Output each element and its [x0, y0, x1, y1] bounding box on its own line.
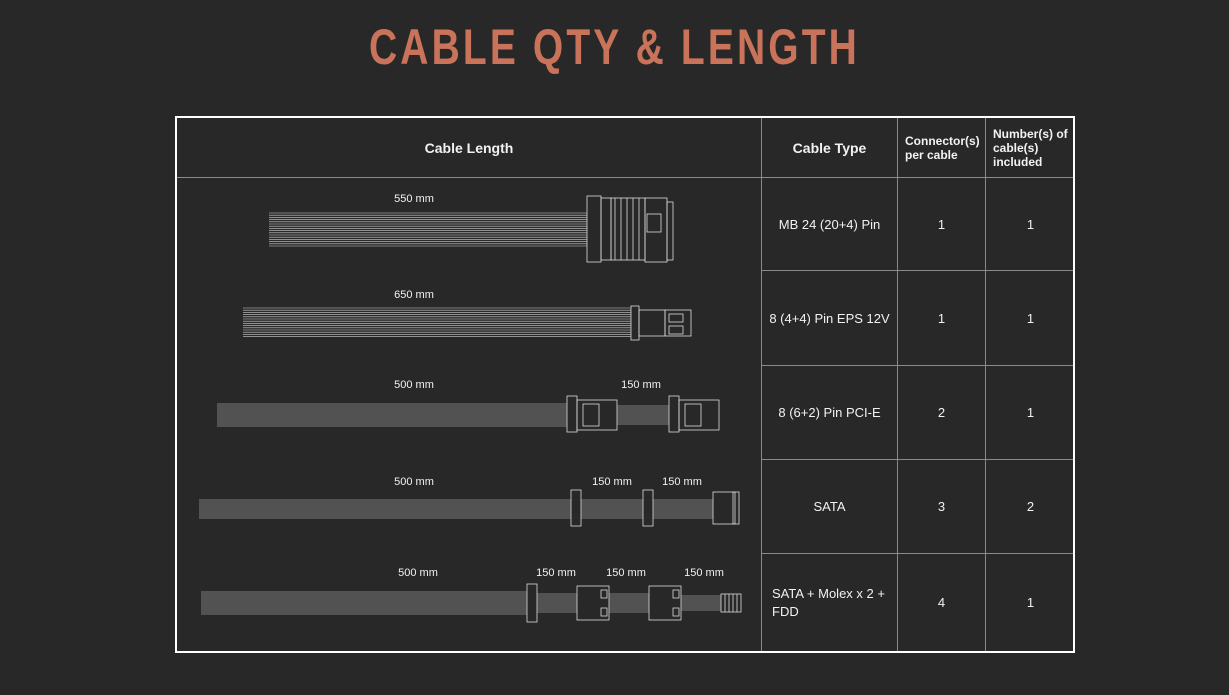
header-cable-type: Cable Type [792, 139, 867, 156]
row-3-cables: 1 [1026, 405, 1035, 420]
pcie-8pin-cable-icon [566, 395, 720, 433]
row-divider [761, 459, 1073, 460]
column-divider [985, 118, 986, 651]
row-5-length-label-2: 150 mm [536, 567, 576, 579]
row-1-length-label: 550 mm [394, 193, 434, 205]
row-4-cable-type: SATA [813, 499, 846, 514]
row-5-cable-type: SATA + Molex x 2 + FDD [772, 585, 885, 619]
row-2-cable-type: 8 (4+4) Pin EPS 12V [769, 310, 890, 326]
row-5-cables: 1 [1026, 595, 1035, 610]
row-1-cables: 1 [1026, 216, 1035, 232]
row-3-cable-type: 8 (6+2) Pin PCI-E [778, 405, 881, 420]
page-title: CABLE QTY & LENGTH [369, 19, 860, 75]
eps-8pin-cable-icon [630, 305, 692, 341]
row-5-length-label-3: 150 mm [606, 567, 646, 579]
row-5-length-label-1: 500 mm [398, 567, 438, 579]
sata-molex-fdd-cable-icon [526, 583, 742, 623]
header-divider [177, 177, 1073, 178]
row-5-length-label-4: 150 mm [684, 567, 724, 579]
row-4-length-label-3: 150 mm [662, 476, 702, 488]
row-2-connectors: 1 [937, 310, 946, 326]
row-3-connectors: 2 [937, 405, 946, 420]
header-cable-length: Cable Length [424, 139, 514, 156]
row-divider [761, 365, 1073, 366]
row-3-length-label-2: 150 mm [621, 379, 661, 391]
row-1-cable-type: MB 24 (20+4) Pin [778, 216, 881, 232]
row-4-cables: 2 [1026, 499, 1035, 514]
row-5-connectors: 4 [937, 595, 946, 610]
cable-illustrations: 550 mm 650 mm 500 mm 150 mm 500 mm 150 m… [199, 193, 742, 623]
row-4-length-label-2: 150 mm [592, 476, 632, 488]
row-divider [761, 270, 1073, 271]
row-3-length-label-1: 500 mm [394, 379, 434, 391]
row-2-cables: 1 [1026, 310, 1035, 326]
row-4-length-label-1: 500 mm [394, 476, 434, 488]
column-divider [897, 118, 898, 651]
cable-spec-table: Cable Length Cable Type Connector(s) per… [175, 116, 1075, 653]
row-4-connectors: 3 [937, 499, 946, 514]
row-2-length-label: 650 mm [394, 289, 434, 301]
header-cables-included: Number(s) of cable(s) included [993, 126, 1068, 169]
column-divider [761, 118, 762, 651]
row-1-connectors: 1 [937, 216, 946, 232]
row-divider [761, 553, 1073, 554]
header-connectors-per-cable: Connector(s) per cable [905, 133, 980, 162]
mb-24pin-cable-icon [586, 195, 674, 263]
